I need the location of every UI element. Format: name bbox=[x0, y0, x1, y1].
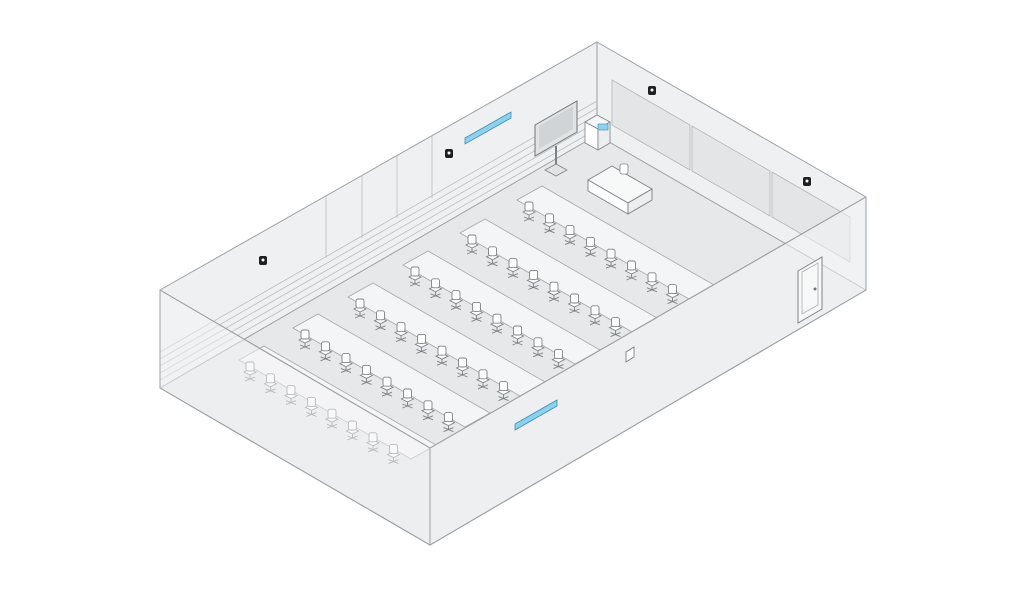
chair bbox=[379, 376, 395, 397]
chair bbox=[551, 349, 566, 370]
camera-bar-front bbox=[514, 399, 558, 431]
chair bbox=[603, 248, 619, 269]
chair bbox=[489, 313, 505, 334]
chair bbox=[546, 281, 562, 302]
chair bbox=[665, 284, 680, 305]
ceiling-speaker-3 bbox=[648, 86, 656, 95]
chair bbox=[414, 333, 429, 354]
chair bbox=[644, 272, 660, 293]
chair bbox=[608, 317, 623, 338]
chair bbox=[464, 234, 480, 255]
chair bbox=[496, 381, 511, 402]
chair bbox=[510, 325, 525, 346]
chair bbox=[359, 364, 374, 385]
chair bbox=[318, 341, 333, 362]
wall-display bbox=[534, 100, 578, 177]
chair bbox=[567, 293, 582, 314]
chair bbox=[428, 278, 443, 299]
chair bbox=[526, 269, 541, 290]
left-wall-panels bbox=[325, 136, 433, 258]
door bbox=[797, 256, 823, 324]
wall-strips bbox=[159, 100, 598, 381]
chair bbox=[400, 388, 415, 409]
chair bbox=[373, 310, 388, 331]
chair bbox=[485, 246, 500, 267]
ceiling-speakers bbox=[259, 86, 811, 265]
chair bbox=[434, 345, 450, 366]
chair bbox=[587, 305, 603, 326]
chair bbox=[469, 301, 484, 322]
student-desks bbox=[238, 185, 715, 460]
chair bbox=[407, 266, 423, 287]
ceiling-speaker-4 bbox=[803, 177, 811, 186]
chair bbox=[441, 412, 456, 433]
chair bbox=[420, 400, 436, 421]
wall-control-panel bbox=[625, 346, 635, 363]
chair bbox=[624, 260, 639, 281]
ceiling-speaker-1 bbox=[259, 256, 267, 265]
chair bbox=[297, 329, 313, 350]
chair bbox=[583, 236, 598, 257]
chair bbox=[475, 369, 491, 390]
chair bbox=[562, 225, 578, 246]
chair bbox=[338, 353, 354, 374]
camera-bar-back bbox=[464, 111, 512, 145]
equipment-cart bbox=[584, 114, 611, 151]
chair bbox=[521, 201, 537, 222]
chair bbox=[542, 213, 557, 234]
chair bbox=[448, 290, 464, 311]
chair bbox=[530, 337, 546, 358]
chair bbox=[455, 357, 470, 378]
instructor-desk bbox=[587, 163, 653, 215]
ceiling-speaker-2 bbox=[445, 149, 453, 158]
chair bbox=[393, 322, 409, 343]
chair bbox=[505, 258, 521, 279]
chair bbox=[352, 298, 368, 319]
